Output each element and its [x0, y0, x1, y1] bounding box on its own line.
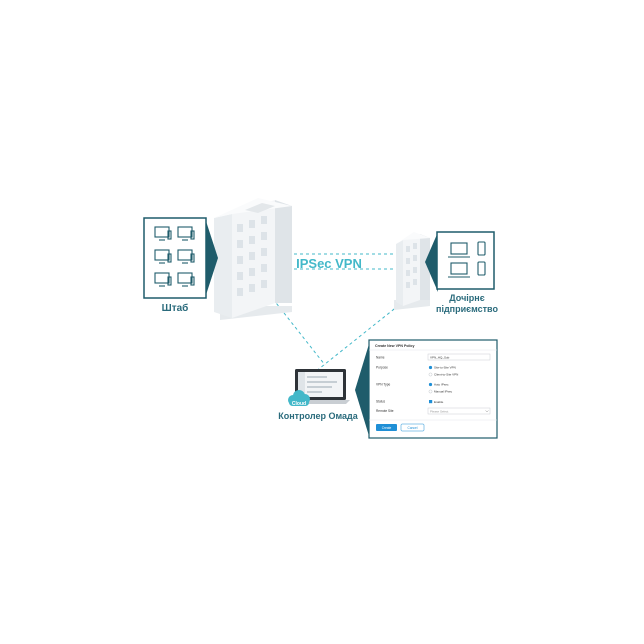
purpose-option-site-to-site: Site-to-Site VPN — [434, 366, 456, 370]
purpose-radio-site-to-site[interactable] — [428, 365, 433, 370]
remote-site-label: Remote Site — [376, 409, 394, 413]
branch-label-line1: Дочірнє — [449, 293, 484, 303]
purpose-option-client-to-site: Client-to-Site VPN — [434, 373, 458, 377]
vpn-type-option-manual: Manual IPsec — [434, 390, 453, 394]
form-card-pointer — [355, 344, 369, 436]
vpn-label: IPSec VPN — [296, 256, 362, 271]
vpn-type-option-auto: Auto IPsec — [434, 383, 449, 387]
create-button[interactable] — [376, 424, 397, 431]
cloud-icon: Cloud — [288, 390, 310, 407]
hq-card-pointer — [205, 218, 218, 298]
status-label: Status — [376, 400, 385, 404]
remote-site-select[interactable] — [427, 407, 491, 415]
status-enable-label: Enable — [434, 400, 444, 404]
controller-laptop — [291, 369, 350, 404]
phone-icon — [477, 241, 486, 276]
name-input[interactable] — [427, 353, 491, 361]
create-button-label: Create — [382, 426, 392, 430]
cloud-badge: Cloud — [292, 401, 306, 407]
vpn-type-label: VPN Type — [376, 383, 391, 387]
branch-label-line2: підприємство — [436, 304, 498, 314]
branch-building — [394, 232, 430, 310]
purpose-label: Purpose — [376, 366, 388, 370]
purpose-radio-client-to-site[interactable] — [428, 372, 433, 377]
cancel-button-label: Cancel — [408, 426, 418, 430]
laptop-icon — [448, 242, 470, 278]
hq-building — [214, 198, 292, 320]
name-value: VPN_HQ_Sub — [430, 356, 450, 360]
vpn-type-radio-auto[interactable] — [428, 382, 433, 387]
desktop-monitor-icon — [154, 226, 195, 287]
branch-card-pointer — [425, 232, 438, 292]
chevron-down-icon — [485, 410, 489, 413]
hq-label: Штаб — [162, 302, 189, 314]
cancel-button[interactable] — [400, 423, 425, 432]
vpn-type-radio-manual[interactable] — [428, 389, 433, 394]
name-label: Name — [376, 356, 385, 360]
hq-device-card — [143, 217, 218, 299]
form-title: Create New VPN Policy — [375, 344, 415, 348]
vpn-policy-form: Create New VPN Policy Name VPN_HQ_Sub Pu… — [355, 339, 498, 439]
branch-device-card — [425, 231, 495, 292]
controller-label: Контролер Омада — [278, 411, 358, 421]
status-enable-checkbox[interactable] — [429, 400, 433, 404]
remote-site-placeholder: Please Select — [430, 409, 449, 413]
